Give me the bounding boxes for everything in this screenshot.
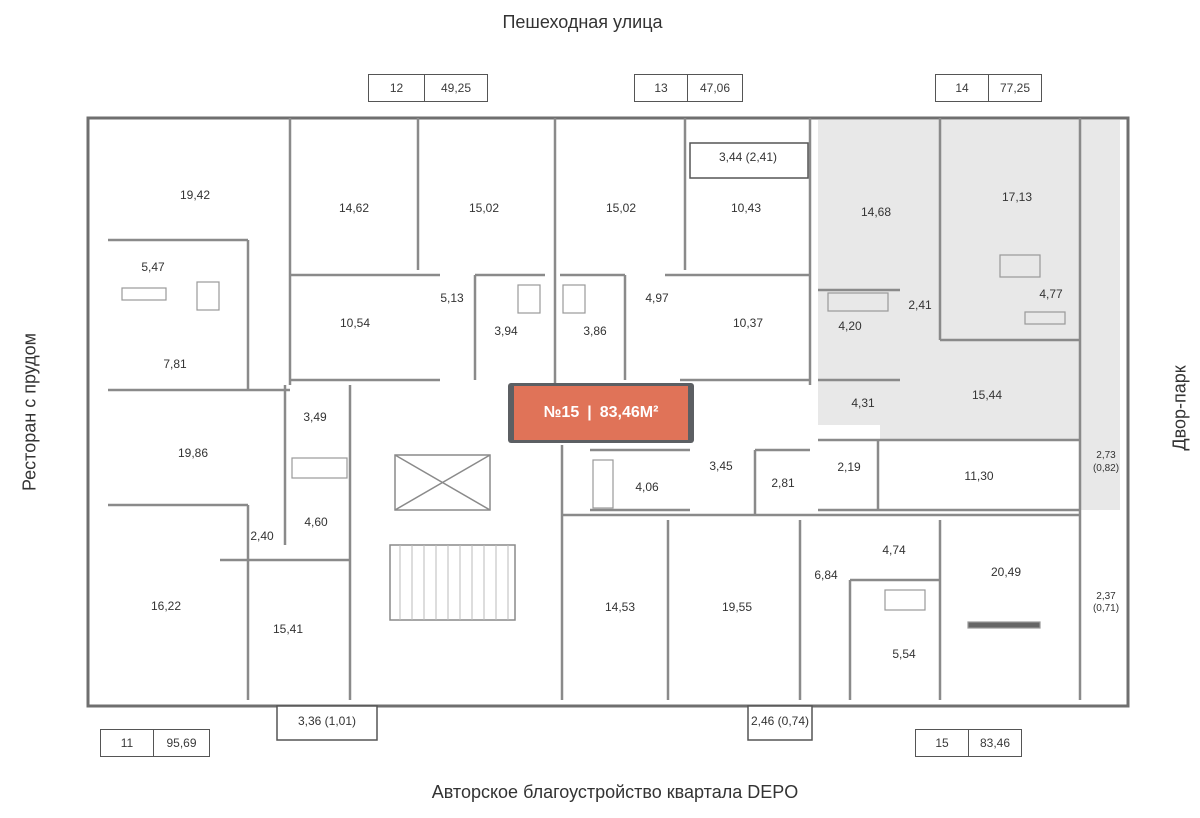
room-area: 15,02 (605, 200, 637, 215)
room-area: 15,02 (468, 200, 500, 215)
room-area: 10,54 (339, 315, 371, 330)
apartment-area: 95,69 (166, 736, 197, 750)
room-area: 4,97 (645, 290, 669, 305)
apartment-number: 14 (936, 75, 989, 101)
room-area: 5,54 (892, 646, 916, 661)
room-area: (0,71) (1092, 603, 1120, 614)
room-area: 4,06 (635, 479, 659, 494)
fixtures (121, 254, 1066, 629)
room-area: 2,19 (837, 459, 861, 474)
interior-walls (108, 118, 1082, 700)
room-area: 5,13 (440, 290, 464, 305)
room-area: (0,82) (1092, 463, 1120, 474)
room-area: 4,74 (882, 542, 906, 557)
room-area: 3,86 (583, 323, 607, 338)
room-area: 16,22 (150, 598, 182, 613)
room-area: 2,81 (771, 475, 795, 490)
room-area: 11,30 (964, 468, 994, 483)
apartment-area: 83,46 (979, 736, 1011, 750)
apartment-number: 13 (635, 75, 688, 101)
apartment-area: 47,06 (699, 81, 731, 95)
room-area: 4,77 (1039, 286, 1063, 301)
room-area: 2,40 (250, 528, 274, 543)
apartment-number: 12 (369, 75, 425, 101)
room-area: 19,55 (721, 599, 753, 614)
selected-apartment-number: №15 (543, 404, 580, 421)
room-area: 15,41 (272, 621, 304, 636)
apartment-tag-11[interactable]: 11 95,69 (100, 729, 210, 757)
selected-apartment-area: 83,46М² (599, 404, 659, 421)
room-area: 3,44 (2,41) (718, 149, 778, 164)
room-area: 10,37 (732, 315, 764, 330)
apartment-area: 77,25 (999, 81, 1031, 95)
apartment-number: 11 (101, 730, 154, 756)
apartment-tag-14[interactable]: 14 77,25 (935, 74, 1042, 102)
room-area: 7,81 (163, 356, 187, 371)
room-area: 3,94 (494, 323, 518, 338)
room-area: 14,68 (860, 204, 892, 219)
room-area: 4,20 (838, 318, 862, 333)
room-area: 17,13 (1001, 189, 1033, 204)
room-area: 2,41 (908, 297, 932, 312)
room-area: 19,42 (179, 187, 211, 202)
room-area: 10,43 (730, 200, 762, 215)
room-area: 14,62 (338, 200, 370, 215)
room-area: 19,86 (177, 445, 209, 460)
room-area: 5,47 (141, 259, 165, 274)
apartment-area: 49,25 (440, 81, 472, 95)
apartment-14-area (818, 120, 1120, 510)
apartment-number: 15 (916, 730, 969, 756)
stairwell (389, 454, 516, 621)
apartment-tag-12[interactable]: 12 49,25 (368, 74, 488, 102)
room-area: 20,49 (990, 564, 1022, 579)
selected-apartment-badge[interactable]: №15 | 83,46М² (508, 383, 694, 443)
room-area: 3,49 (303, 409, 327, 424)
balcony-area: 3,36 (1,01) (297, 713, 357, 728)
outer-wall (86, 116, 1130, 708)
stairs (389, 544, 516, 621)
balconies (276, 142, 813, 741)
lift-shaft (394, 454, 491, 511)
balcony-area: 2,46 (0,74) (750, 713, 810, 728)
room-area: 6,84 (814, 567, 838, 582)
room-area: 3,45 (709, 458, 733, 473)
room-area: 14,53 (604, 599, 636, 614)
apartment-tag-13[interactable]: 13 47,06 (634, 74, 743, 102)
room-area: 2,73 (1096, 450, 1116, 461)
room-area: 4,60 (304, 514, 328, 529)
selected-separator: | (587, 404, 592, 421)
room-area: 2,37 (1096, 591, 1116, 602)
apartment-tag-15[interactable]: 15 83,46 (915, 729, 1022, 757)
street-label-bottom: Авторское благоустройство квартала DEPO (431, 782, 799, 802)
room-area: 15,44 (971, 387, 1003, 402)
room-area: 4,31 (851, 395, 875, 410)
street-label-top: Пешеходная улица (502, 12, 663, 32)
